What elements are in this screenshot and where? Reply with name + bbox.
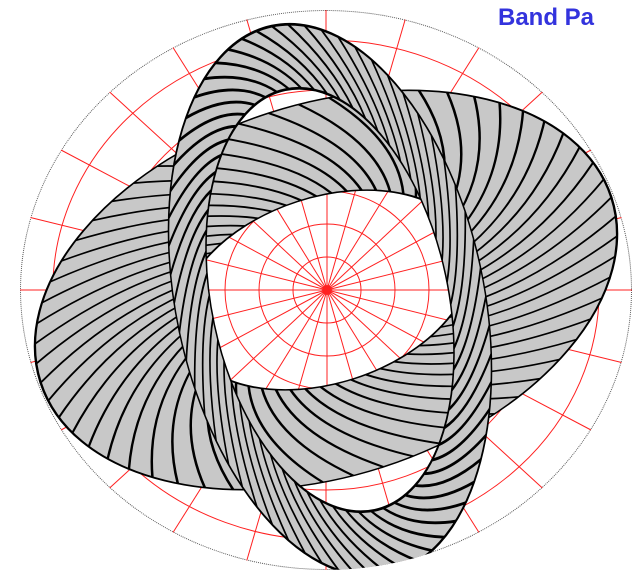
band-stripe [57, 303, 183, 418]
band-stripe [470, 147, 581, 267]
band-stripe [370, 58, 412, 179]
band-stripe [416, 112, 437, 239]
band-stripe [293, 480, 356, 570]
band-stripe [209, 135, 348, 192]
band-stripe [39, 282, 190, 384]
band-stripe [402, 92, 430, 218]
band-stripe [201, 295, 211, 416]
band-stripe [414, 458, 482, 488]
band-stripe [169, 138, 229, 192]
band-stripe [203, 75, 278, 94]
band-stripe [405, 480, 475, 500]
band-stripe [61, 224, 246, 262]
band-stripe [430, 276, 611, 338]
band-stripe [258, 438, 306, 555]
band-stripe [173, 124, 237, 167]
band-stripe [452, 267, 482, 371]
band-stripe [289, 389, 414, 458]
band-stripe [271, 24, 341, 101]
band-stripe [345, 509, 419, 563]
band-stripe [248, 421, 290, 542]
band-stripe [431, 408, 491, 462]
band-stripe [306, 490, 373, 570]
band-stripe [438, 381, 492, 447]
band-stripe [452, 211, 467, 328]
band-stripe [71, 313, 182, 433]
band-stripe [216, 339, 230, 465]
band-stripe [150, 351, 193, 478]
band-stripe [185, 250, 207, 361]
band-stripe [469, 162, 595, 277]
page-title: Band Pa [498, 4, 595, 31]
band-stripe [466, 179, 605, 287]
band-stripe [185, 100, 255, 120]
band-stripe [370, 509, 445, 539]
band-stripe [459, 102, 502, 229]
band-stripe [365, 373, 541, 388]
band-stripe [241, 37, 315, 91]
band-stripe [394, 501, 466, 512]
band-stripe [287, 23, 354, 110]
band-stripe [247, 385, 324, 484]
band-stripe [168, 170, 217, 247]
vertical-band [167, 23, 493, 570]
band-stripe [274, 389, 385, 468]
band-stripe [430, 135, 444, 261]
band-stripe [358, 510, 433, 553]
band-stripe [173, 208, 209, 304]
band-stripe [443, 353, 492, 430]
band-stripe [443, 159, 451, 283]
band-stripe [269, 454, 323, 565]
band-stripe [256, 29, 328, 95]
band-stripe [178, 229, 208, 333]
band-stripe [470, 133, 565, 257]
band-stripe [267, 112, 378, 191]
band-stripe [178, 112, 246, 142]
band-stripe [227, 47, 302, 90]
band-stripe [350, 378, 519, 401]
band-stripe [215, 61, 290, 91]
band-stripe [193, 272, 208, 389]
band-stripe [297, 103, 392, 192]
pole-meridian [220, 289, 328, 390]
band-body [167, 23, 493, 570]
band-stripe [260, 388, 355, 477]
band-stripe [281, 468, 340, 570]
band-stripe [49, 233, 234, 283]
band-stripe [337, 35, 391, 146]
band-stripe [169, 189, 212, 276]
band-stripe [386, 74, 422, 198]
band-stripe [209, 317, 217, 441]
band-stripe [238, 402, 274, 526]
band-stripe [354, 45, 402, 162]
pole-point [322, 285, 332, 295]
band-stripe [468, 121, 546, 247]
band-stripe [194, 88, 266, 99]
band-stripe [304, 24, 367, 120]
band-stripe [127, 342, 188, 470]
band-stripe [230, 382, 258, 508]
band-stripe [464, 110, 525, 238]
band-stripe [423, 433, 487, 476]
band-stripe [328, 96, 405, 195]
band-stripe [448, 324, 491, 411]
band-stripe [133, 179, 302, 202]
band-stripe [320, 28, 379, 132]
band-stripe [168, 153, 222, 219]
band-stripe [238, 122, 363, 191]
band-stripe [47, 293, 186, 401]
band-stripe [451, 296, 487, 392]
band-stripe [106, 333, 184, 459]
band-stripe [87, 323, 182, 447]
band-stripe [418, 297, 603, 347]
pole-meridian [326, 190, 434, 291]
band-stripe [453, 239, 475, 350]
band-stripe [304, 388, 443, 445]
band-stripe [406, 318, 591, 356]
band-stripe [223, 361, 244, 488]
band-stripe [382, 506, 457, 525]
band-stripe [449, 184, 459, 305]
